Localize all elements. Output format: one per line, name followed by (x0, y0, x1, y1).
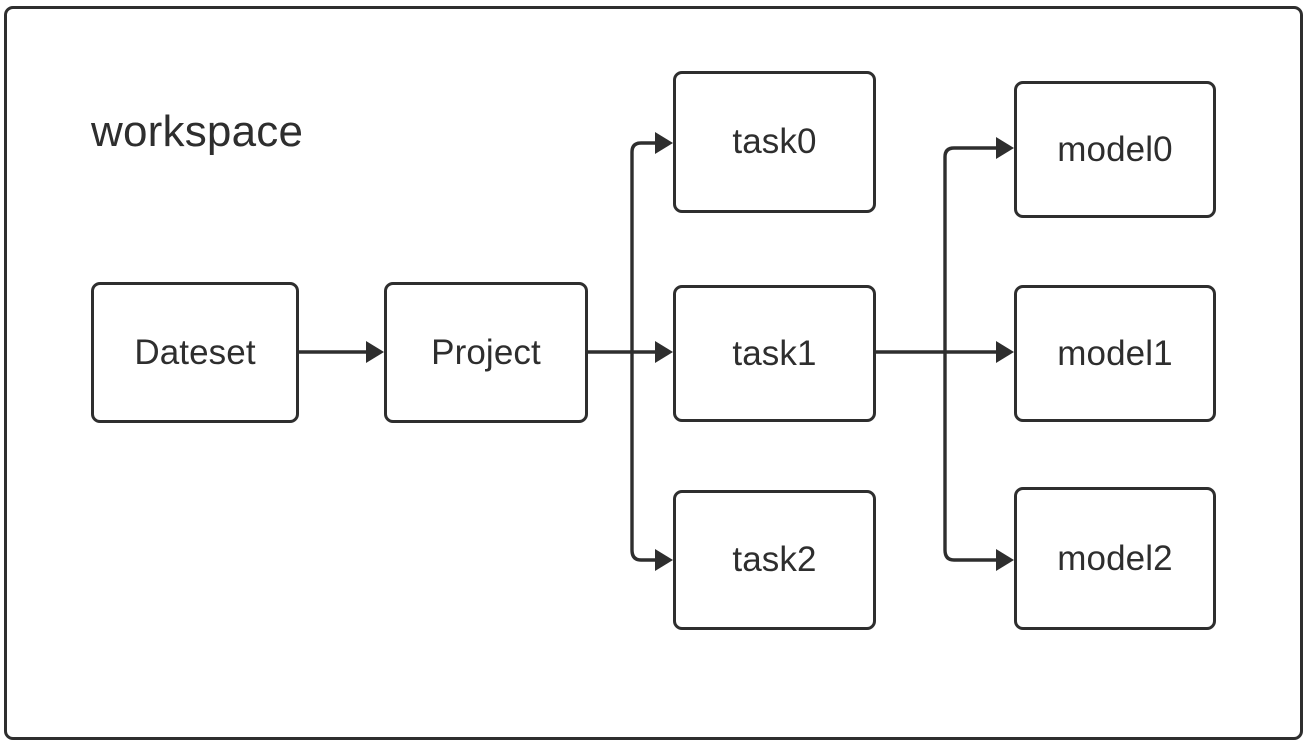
node-task2[interactable]: task2 (673, 490, 876, 630)
node-model0[interactable]: model0 (1014, 81, 1216, 218)
node-model1-label: model1 (1057, 333, 1173, 373)
node-model1[interactable]: model1 (1014, 285, 1216, 422)
node-dateset[interactable]: Dateset (91, 282, 299, 423)
node-task0[interactable]: task0 (673, 71, 876, 213)
node-task0-label: task0 (732, 122, 817, 161)
workspace-title: workspace (91, 107, 304, 156)
node-project[interactable]: Project (384, 282, 588, 423)
node-model0-label: model0 (1057, 129, 1173, 169)
node-model2-label: model2 (1057, 538, 1173, 578)
node-model2[interactable]: model2 (1014, 487, 1216, 630)
node-task1[interactable]: task1 (673, 285, 876, 422)
node-task1-label: task1 (732, 333, 817, 373)
node-project-label: Project (431, 332, 541, 372)
node-dateset-label: Dateset (134, 332, 256, 372)
node-task2-label: task2 (732, 540, 817, 579)
